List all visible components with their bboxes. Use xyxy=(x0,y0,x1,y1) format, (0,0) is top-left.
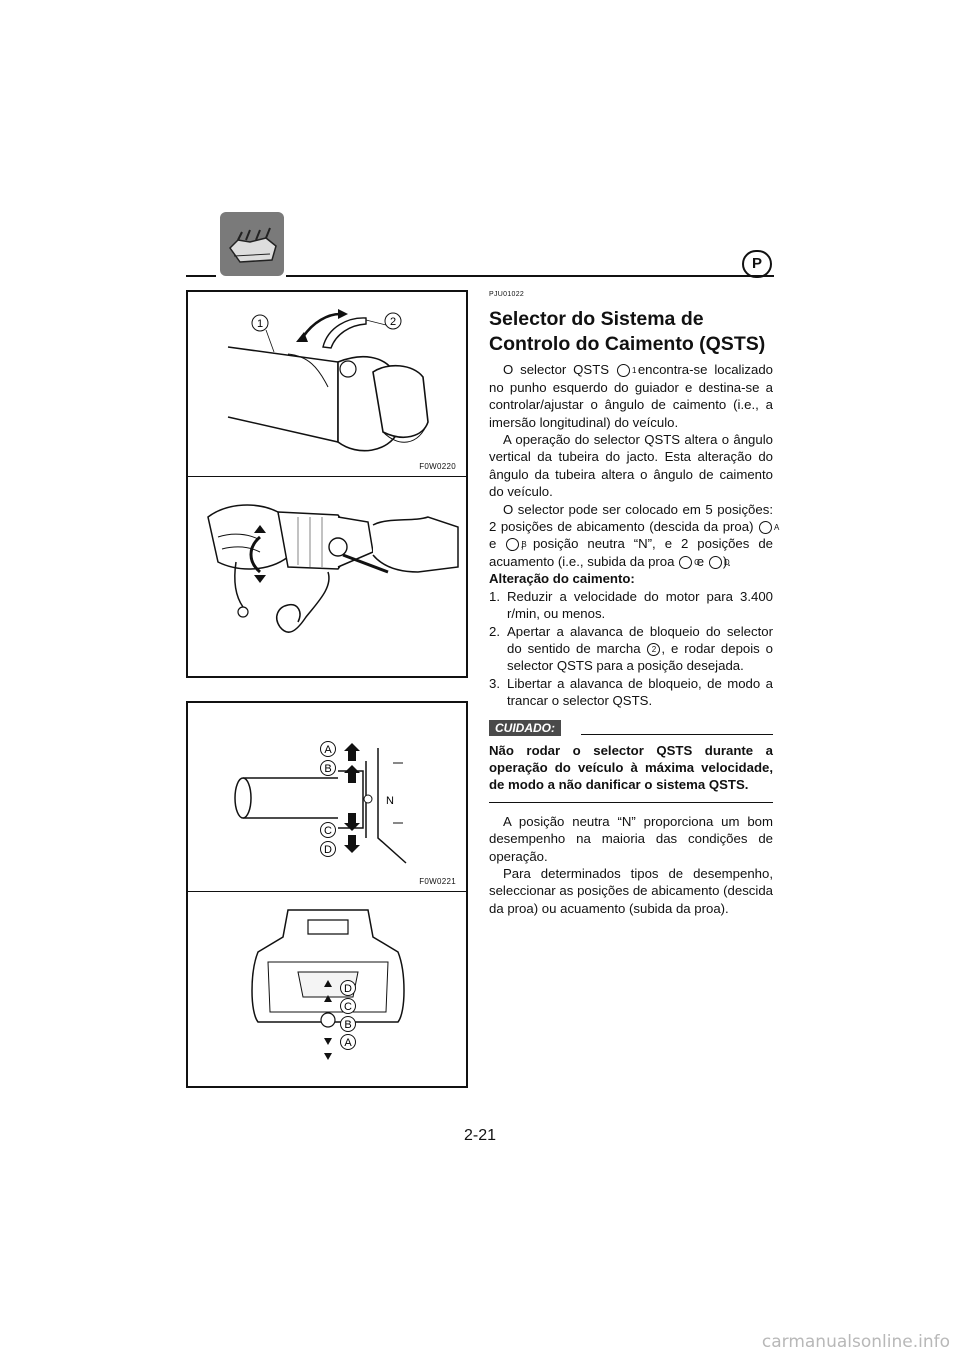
figure-watercraft-top-view-panel: D C B A xyxy=(188,892,466,1087)
position-a-label: A xyxy=(324,744,332,756)
figure-qsts-grip: 1 2 F0W0220 xyxy=(186,290,468,678)
callout-1-marker: 1 xyxy=(616,364,636,378)
craft-position-a-label: A xyxy=(344,1037,352,1049)
figure-selector-positions-panel: A B C D N F0W0221 xyxy=(188,703,466,892)
paragraph-positions: O selector pode ser colocado em 5 posiçõ… xyxy=(489,501,780,569)
page-number: 2-21 xyxy=(463,1127,497,1144)
paragraph-operation: A operação do selector QSTS altera o âng… xyxy=(489,432,773,500)
language-badge: P xyxy=(742,250,772,278)
header-rule-left xyxy=(186,275,216,277)
caution-header: CUIDADO: xyxy=(489,719,773,736)
document-code: PJU01022 xyxy=(489,291,525,298)
position-d-label: D xyxy=(324,844,332,856)
caution-text: Não rodar o selector QSTS durante a oper… xyxy=(489,742,773,793)
figure-grip-lever-panel: 1 2 F0W0220 xyxy=(188,292,466,477)
content-column: PJU01022 Selector do Sistema de Controlo… xyxy=(489,286,780,917)
paragraph-performance: Para determinados tipos de desempenho, s… xyxy=(489,865,773,916)
position-a-marker: A xyxy=(759,521,779,535)
steps-list: 1.Reduzir a velocidade do motor para 3.4… xyxy=(489,588,773,710)
figure-qsts-positions: A B C D N F0W0221 D C B A xyxy=(186,701,468,1088)
position-d-marker: D xyxy=(708,555,730,569)
figure-code-f0w0220: F0W0220 xyxy=(419,462,456,471)
list-item: 1.Reduzir a velocidade do motor para 3.4… xyxy=(489,588,773,622)
watermark: carmanualsonline.info xyxy=(761,1332,950,1352)
watercraft-section-icon xyxy=(220,212,284,276)
subheading-trim-change: Alteração do caimento: xyxy=(489,571,635,587)
list-item: 3.Libertar a alavanca de bloqueio, de mo… xyxy=(489,675,773,709)
neutral-n-label: N xyxy=(386,795,394,807)
position-b-label: B xyxy=(324,763,331,775)
caution-bottom-rule xyxy=(489,801,773,803)
callout-2-label: 2 xyxy=(390,316,396,328)
callout-2-marker: 2 xyxy=(647,642,661,656)
position-c-marker: C xyxy=(679,555,700,569)
paragraph-selector-location: O selector QSTS 1 encontra-se localizado… xyxy=(489,362,773,430)
position-b-marker: B xyxy=(506,538,527,552)
craft-position-d-label: D xyxy=(344,983,352,995)
caution-label: CUIDADO: xyxy=(489,719,561,736)
figure-hand-turning-panel xyxy=(188,477,466,677)
caution-divider xyxy=(581,733,773,735)
craft-position-c-label: C xyxy=(344,1001,352,1013)
section-title: Selector do Sistema de Controlo do Caime… xyxy=(489,308,766,356)
paragraph-neutral: A posição neutra “N” proporciona um bom … xyxy=(489,813,773,864)
header-rule-right xyxy=(286,275,774,277)
position-c-label: C xyxy=(324,825,332,837)
callout-1-label: 1 xyxy=(257,318,263,330)
list-item: 2.Apertar a alavanca de bloqueio do sele… xyxy=(489,623,773,674)
figure-code-f0w0221: F0W0221 xyxy=(419,877,456,886)
craft-position-b-label: B xyxy=(344,1019,351,1031)
